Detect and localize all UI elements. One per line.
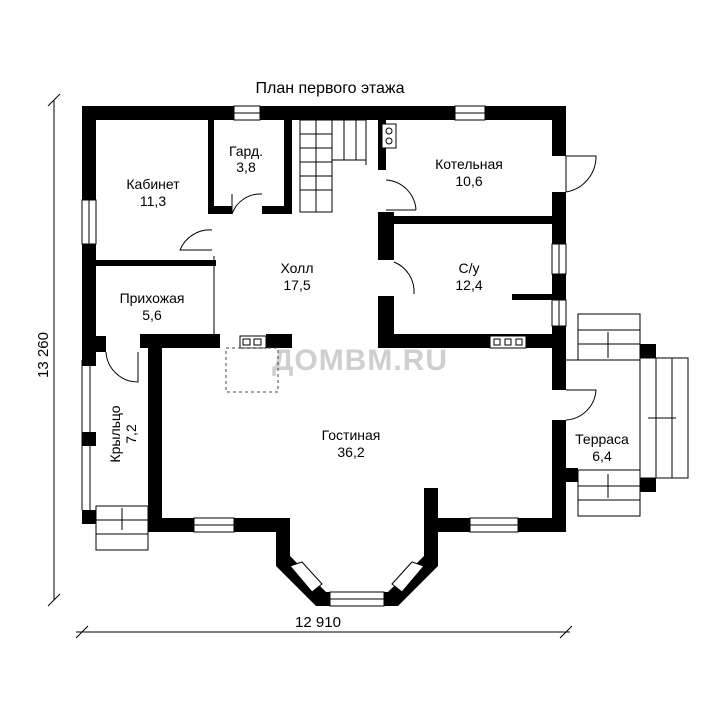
room-name: Крыльцо — [107, 405, 123, 462]
room-area: 3,8 — [236, 159, 256, 175]
room-labels: Кабинет 11,3 Гард. 3,8 Котельная 10,6 Хо… — [107, 143, 629, 464]
staircase — [299, 119, 367, 213]
room-name: Прихожая — [120, 290, 185, 306]
room-name: Терраса — [575, 431, 629, 447]
room-area: 36,2 — [337, 444, 364, 460]
room-area: 7,2 — [123, 424, 139, 444]
room-area: 6,4 — [592, 448, 612, 464]
width-dimension: 12 910 — [295, 614, 341, 631]
dimension-lines — [47, 93, 573, 639]
watermark: ДОМВМ.RU — [272, 344, 448, 377]
appliances — [225, 123, 527, 393]
room-name: Холл — [281, 260, 314, 276]
room-area: 11,3 — [140, 193, 166, 209]
windows — [81, 105, 567, 607]
height-dimension: 13 260 — [35, 332, 52, 378]
room-name: Гостиная — [322, 427, 381, 443]
room-area: 17,5 — [283, 277, 310, 293]
steps — [95, 313, 689, 551]
doors — [105, 155, 597, 421]
room-area: 12,4 — [455, 277, 482, 293]
plan-title: План первого этажа — [256, 80, 405, 97]
room-area: 5,6 — [142, 307, 162, 323]
room-name: Гард. — [229, 143, 263, 159]
room-area: 10,6 — [455, 173, 482, 189]
room-name: Кабинет — [126, 176, 180, 192]
room-name: Котельная — [435, 156, 503, 172]
room-name: С/у — [459, 260, 480, 276]
